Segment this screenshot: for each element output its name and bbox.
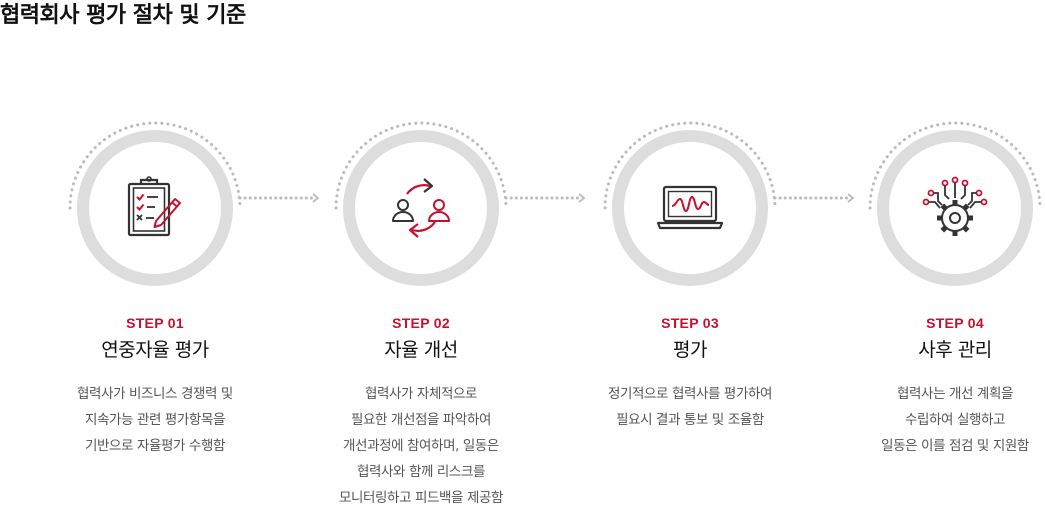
people-cycle-icon: [392, 178, 450, 238]
dotted-arc: [68, 121, 242, 210]
dotted-arc: [334, 121, 508, 210]
step-description: 협력사는 개선 계획을 수립하여 실행하고 일동은 이를 점검 및 지원함: [815, 381, 1045, 459]
step-description: 정기적으로 협력사를 평가하여 필요시 결과 통보 및 조율함: [550, 381, 830, 433]
step-1: STEP 01 연중자율 평가 협력사가 비즈니스 경쟁력 및 지속가능 관련 …: [15, 120, 295, 459]
description-line: 정기적으로 협력사를 평가하여: [607, 386, 773, 402]
step-3-ring: [602, 120, 778, 296]
step-4: STEP 04 사후 관리 협력사는 개선 계획을 수립하여 실행하고 일동은 …: [815, 120, 1045, 459]
dotted-arc: [603, 121, 777, 210]
step-label: STEP 03: [661, 315, 719, 331]
description-line: 모니터링하고 피드백을 제공함: [338, 490, 504, 506]
connector-arrow: [504, 193, 586, 203]
step-title: 사후 관리: [918, 339, 992, 361]
step-label: STEP 01: [126, 315, 184, 331]
description-line: 협력사와 함께 리스크를: [357, 464, 485, 480]
page-title: 협력회사 평가 절차 및 기준: [0, 3, 246, 28]
description-line: 일동은 이를 점검 및 지원함: [881, 438, 1029, 454]
description-line: 필요한 개선점을 파악하여: [350, 412, 491, 428]
gear-circuit-icon: [922, 176, 988, 236]
step-2-ring: [333, 120, 509, 296]
step-title: 자율 개선: [384, 339, 458, 361]
description-line: 협력사가 비즈니스 경쟁력 및: [77, 386, 233, 402]
connector-arrow: [773, 193, 855, 203]
description-line: 지속가능 관련 평가항목을: [84, 412, 225, 428]
step-title: 연중자율 평가: [101, 339, 209, 361]
step-3: STEP 03 평가 정기적으로 협력사를 평가하여 필요시 결과 통보 및 조…: [550, 120, 830, 433]
step-description: 협력사가 비즈니스 경쟁력 및 지속가능 관련 평가항목을 기반으로 자율평가 …: [15, 381, 295, 459]
step-4-ring: [867, 120, 1043, 296]
connector-arrow: [238, 193, 320, 203]
step-1-ring: [67, 120, 243, 296]
step-label: STEP 02: [392, 315, 450, 331]
description-line: 기반으로 자율평가 수행함: [84, 438, 225, 454]
description-line: 협력사가 자체적으로: [364, 386, 478, 402]
clipboard-checklist-icon: [127, 176, 181, 237]
description-line: 필요시 결과 통보 및 조율함: [616, 412, 764, 428]
description-line: 수립하여 실행하고: [904, 412, 1006, 428]
dotted-arc: [868, 121, 1042, 210]
step-title: 평가: [673, 339, 707, 361]
step-2: STEP 02 자율 개선 협력사가 자체적으로 필요한 개선점을 파악하여 개…: [281, 120, 561, 511]
description-line: 개선과정에 참여하며, 일동은: [343, 438, 499, 454]
laptop-chart-icon: [656, 185, 724, 230]
step-label: STEP 04: [926, 315, 984, 331]
description-line: 협력사는 개선 계획을: [897, 386, 1013, 402]
step-description: 협력사가 자체적으로 필요한 개선점을 파악하여 개선과정에 참여하며, 일동은…: [281, 381, 561, 511]
